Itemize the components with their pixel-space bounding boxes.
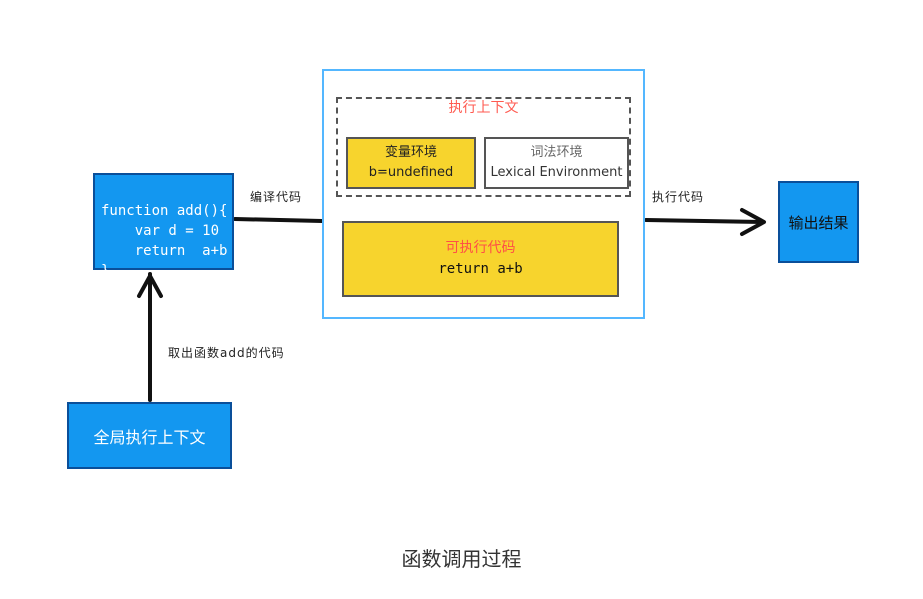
executable-code: return a+b xyxy=(438,261,523,277)
execute-label: 执行代码 xyxy=(652,190,705,204)
extract-label: 取出函数add的代码 xyxy=(168,346,285,360)
variable-environment-title: 变量环境 xyxy=(384,145,437,160)
code-line: function add(){ xyxy=(101,203,228,219)
code-line: } xyxy=(101,263,110,279)
execution-context-container: 执行上下文 变量环境 b=undefined 词法环境 Lexical Envi… xyxy=(322,69,645,319)
lexical-environment-box: 词法环境 Lexical Environment xyxy=(484,137,629,189)
compile-label: 编译代码 xyxy=(250,190,303,204)
lexical-environment-title: 词法环境 xyxy=(530,145,583,160)
variable-environment-value: b=undefined xyxy=(368,165,454,180)
variable-environment-box: 变量环境 b=undefined xyxy=(346,137,476,189)
code-line: return a+b xyxy=(101,243,228,259)
execution-context-dashed-group: 执行上下文 变量环境 b=undefined 词法环境 Lexical Envi… xyxy=(336,97,631,197)
figure-caption: 函数调用过程 xyxy=(401,547,522,571)
code-line: var d = 10 xyxy=(101,223,220,239)
lexical-environment-value: Lexical Environment xyxy=(490,165,623,180)
output-box: 输出结果 xyxy=(778,181,859,263)
function-code-box: function add(){ var d = 10 return a+b} xyxy=(93,173,234,279)
extract-arrowhead xyxy=(137,274,163,298)
compile-line xyxy=(233,217,324,223)
execute-line xyxy=(644,218,764,224)
execute-arrowhead xyxy=(740,208,766,236)
output-label: 输出结果 xyxy=(788,213,849,232)
global-context-label: 全局执行上下文 xyxy=(93,427,206,447)
global-context-box: 全局执行上下文 xyxy=(67,402,232,469)
executable-code-box: 可执行代码 return a+b xyxy=(342,221,619,297)
executable-code-title: 可执行代码 xyxy=(445,240,516,256)
execution-context-title: 执行上下文 xyxy=(448,100,519,116)
